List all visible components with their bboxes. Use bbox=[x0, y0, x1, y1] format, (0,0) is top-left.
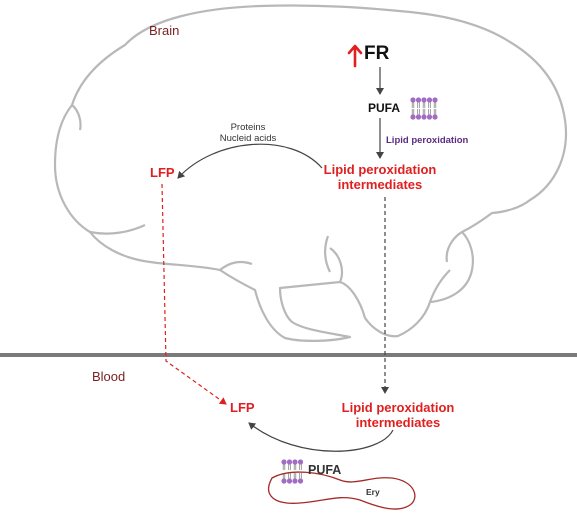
brain-outline bbox=[53, 4, 568, 342]
brain-intermediates-line2: intermediates bbox=[337, 176, 423, 192]
phospholipid-bilayer-icon bbox=[410, 97, 438, 120]
pufa-label-brain: PUFA bbox=[368, 101, 401, 115]
blood-intermediates-label: Lipid peroxidation intermediates bbox=[338, 400, 458, 431]
brain-intermediates-line1: Lipid peroxidation bbox=[323, 162, 437, 177]
lfp-blood-label: LFP bbox=[230, 400, 255, 415]
brain-label: Brain bbox=[149, 23, 180, 38]
proteins-nucleic-acids-label: Proteins Nucleid acids bbox=[200, 122, 296, 145]
arrow-intermediates-to-lfp-brain bbox=[177, 143, 323, 179]
erythrocyte-shape bbox=[267, 471, 416, 510]
brain-intermediates-label: Lipid peroxidation intermediates bbox=[320, 162, 440, 193]
nucleic-acids-label: Nucleid acids bbox=[219, 132, 277, 144]
blood-brain-barrier-line bbox=[0, 353, 577, 357]
pufa-label-blood: PUFA bbox=[308, 463, 342, 477]
lipid-peroxidation-process-label: Lipid peroxidation bbox=[386, 135, 469, 146]
arrow-lfp-brain-to-blood bbox=[161, 183, 227, 405]
proteins-label: Proteins bbox=[230, 122, 266, 133]
arrow-blood-intermediates-to-lfp bbox=[248, 422, 394, 452]
ery-label: Ery bbox=[366, 487, 380, 497]
fr-label: FR bbox=[364, 43, 390, 64]
up-arrow-icon bbox=[347, 44, 363, 68]
lfp-brain-label: LFP bbox=[150, 165, 175, 180]
blood-intermediates-line1: Lipid peroxidation bbox=[341, 400, 455, 415]
blood-label: Blood bbox=[92, 369, 126, 384]
blood-intermediates-line2: intermediates bbox=[355, 414, 441, 430]
